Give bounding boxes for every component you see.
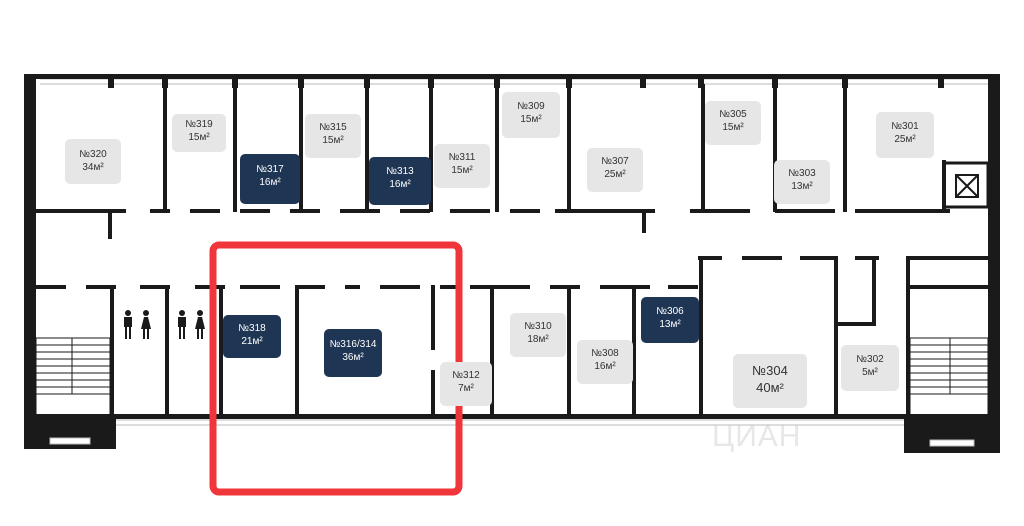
room-number: №320 [79, 149, 107, 160]
room-label-307[interactable]: №307 25м² [587, 148, 643, 192]
room-label-317[interactable]: №317 16м² [240, 154, 300, 204]
elevator-shaft [942, 161, 990, 209]
room-label-306[interactable]: №306 13м² [641, 297, 699, 343]
room-number: №313 [386, 166, 414, 177]
room-label-320[interactable]: №320 34м² [65, 139, 121, 184]
room-number: №318 [238, 323, 266, 334]
room-number: №316/314 [329, 339, 377, 350]
room-label-311[interactable]: №311 15м² [434, 144, 490, 188]
room-number: №305 [719, 109, 747, 120]
room-number: №303 [788, 168, 816, 179]
interior-walls-bottom [110, 256, 910, 417]
room-area: 36м² [342, 352, 364, 363]
room-area: 40м² [756, 380, 784, 395]
room-number: №315 [319, 122, 347, 133]
room-label-313[interactable]: №313 16м² [369, 157, 431, 205]
room-label-301[interactable]: №301 25м² [876, 112, 934, 158]
room-area: 34м² [82, 162, 104, 173]
staircase-left-landing [24, 417, 116, 449]
corridor-wall-top [36, 209, 950, 239]
staircase-right [909, 337, 989, 417]
room-label-303[interactable]: №303 13м² [774, 160, 830, 204]
windows-top [40, 78, 1000, 85]
room-label-302[interactable]: №302 5м² [841, 345, 899, 391]
room-area: 16м² [594, 361, 616, 372]
room-number: №319 [185, 119, 213, 130]
room-area: 15м² [451, 165, 473, 176]
room-area: 21м² [241, 336, 263, 347]
room-area: 25м² [604, 169, 626, 180]
restroom-icon [178, 310, 205, 339]
room-number: №302 [856, 354, 884, 365]
room-area: 5м² [862, 367, 878, 378]
room-area: 7м² [458, 383, 474, 394]
room-label-319[interactable]: №319 15м² [172, 114, 226, 152]
room-number: №301 [891, 121, 919, 132]
room-area: 16м² [389, 179, 411, 190]
room-number: №312 [452, 370, 480, 381]
room-number: №306 [656, 306, 684, 317]
room-area: 16м² [259, 177, 281, 188]
room-label-305[interactable]: №305 15м² [705, 101, 761, 145]
room-area: 18м² [527, 334, 549, 345]
room-label-318[interactable]: №318 21м² [223, 315, 281, 358]
room-area: 13м² [791, 181, 813, 192]
room-number: №304 [752, 363, 788, 378]
room-label-310[interactable]: №310 18м² [510, 313, 566, 357]
room-area: 15м² [520, 114, 542, 125]
room-area: 15м² [188, 132, 210, 143]
staircase-left [35, 337, 111, 417]
corridor-wall-bottom [36, 256, 990, 289]
outer-walls [24, 74, 1000, 446]
windows-bottom [116, 419, 908, 426]
staircase-right-landing [904, 417, 1000, 453]
room-number: №309 [517, 101, 545, 112]
room-area: 25м² [894, 134, 916, 145]
room-number: №311 [448, 152, 476, 163]
room-number: №307 [601, 156, 629, 167]
room-area: 15м² [322, 135, 344, 146]
room-label-315[interactable]: №315 15м² [305, 114, 361, 158]
room-area: 15м² [722, 122, 744, 133]
room-number: №308 [591, 348, 619, 359]
room-label-309[interactable]: №309 15м² [502, 92, 560, 138]
watermark: ЦИАН [712, 420, 802, 453]
room-label-304[interactable]: №304 40м² [733, 354, 807, 408]
room-number: №310 [524, 321, 552, 332]
room-label-316-314[interactable]: №316/314 36м² [324, 329, 382, 377]
room-area: 13м² [659, 319, 681, 330]
room-label-312[interactable]: №312 7м² [440, 362, 492, 406]
restroom-icon [124, 310, 151, 339]
room-number: №317 [256, 164, 284, 175]
room-label-308[interactable]: №308 16м² [577, 340, 633, 384]
